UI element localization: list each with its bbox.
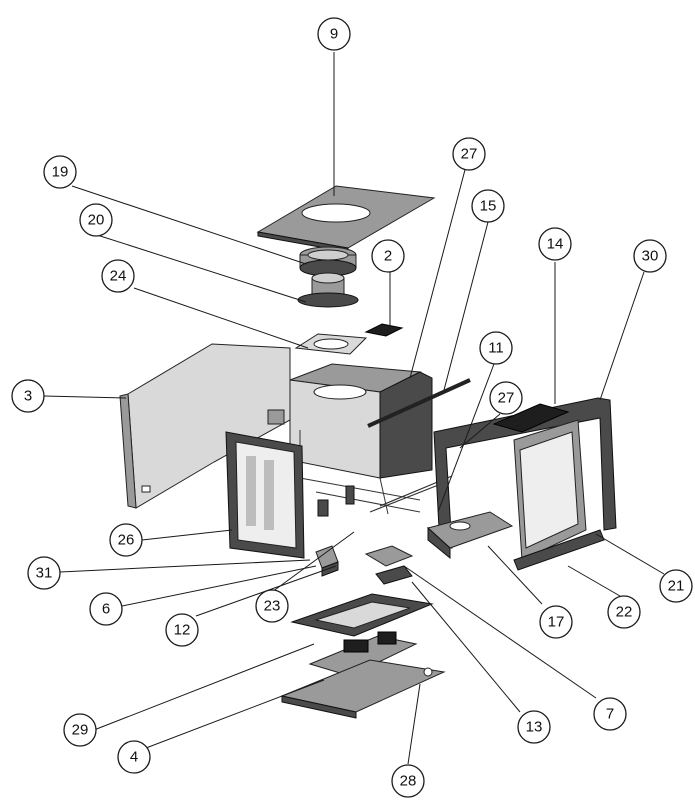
part-bracket: [315, 545, 339, 577]
part-ash-tray: [426, 511, 514, 560]
part-top-plate: [256, 185, 436, 253]
callout-22: 22: [607, 595, 641, 629]
svg-text:4: 4: [130, 749, 138, 766]
part-base-frame: [290, 593, 434, 677]
svg-text:19: 19: [52, 164, 69, 181]
callout-13: 13: [517, 710, 551, 744]
part-flue-collar: [299, 246, 357, 277]
svg-text:6: 6: [102, 601, 110, 618]
callout-30: 30: [633, 239, 667, 273]
part-base-plate: [280, 659, 446, 719]
part-gasket-ring: [294, 333, 368, 355]
part-firebox-body: [267, 363, 433, 517]
svg-text:30: 30: [642, 248, 659, 265]
callout-27-top: 27: [452, 137, 486, 171]
callout-19: 19: [43, 155, 77, 189]
callout-11: 11: [479, 331, 513, 365]
svg-text:22: 22: [616, 604, 633, 621]
svg-text:17: 17: [548, 614, 565, 631]
svg-text:27: 27: [461, 146, 478, 163]
callout-9: 9: [317, 17, 351, 51]
svg-text:27: 27: [498, 390, 515, 407]
callouts: 9 19 20 24 2 27 15 14 30 3 11 27 26 31 6…: [11, 17, 693, 798]
callout-7: 7: [593, 697, 627, 731]
callout-21: 21: [659, 569, 693, 603]
callout-28: 28: [391, 764, 425, 798]
callout-17: 17: [539, 605, 573, 639]
leader-lines: [43, 52, 665, 765]
svg-text:15: 15: [480, 198, 497, 215]
svg-text:31: 31: [36, 565, 53, 582]
callout-26: 26: [109, 523, 143, 557]
svg-text:21: 21: [668, 578, 685, 595]
part-rod: [367, 378, 471, 428]
svg-text:12: 12: [174, 622, 191, 639]
callout-4: 4: [117, 740, 151, 774]
svg-text:20: 20: [88, 212, 105, 229]
callout-29: 29: [63, 713, 97, 747]
svg-text:29: 29: [72, 722, 89, 739]
svg-text:23: 23: [264, 598, 281, 615]
callout-24: 24: [101, 259, 135, 293]
callout-14: 14: [538, 227, 572, 261]
part-grate: [364, 545, 414, 585]
svg-text:11: 11: [488, 340, 504, 357]
svg-text:24: 24: [110, 268, 127, 285]
part-baffle-plate: [364, 323, 404, 337]
svg-text:14: 14: [547, 236, 564, 253]
callout-23: 23: [255, 589, 289, 623]
callout-27-mid: 27: [489, 381, 523, 415]
callout-3: 3: [11, 379, 45, 413]
svg-text:3: 3: [24, 388, 32, 405]
svg-text:28: 28: [400, 773, 417, 790]
part-side-panel: [119, 343, 291, 509]
callout-12: 12: [165, 613, 199, 647]
svg-text:2: 2: [384, 248, 392, 265]
svg-text:9: 9: [330, 26, 338, 43]
part-front-door: [225, 431, 305, 559]
svg-text:26: 26: [118, 532, 135, 549]
callout-15: 15: [471, 189, 505, 223]
svg-text:13: 13: [526, 719, 543, 736]
part-front-frame: [433, 397, 617, 571]
part-flue-spigot: [297, 272, 359, 308]
callout-2: 2: [371, 239, 405, 273]
callout-20: 20: [79, 203, 113, 237]
callout-31: 31: [27, 556, 61, 590]
svg-text:7: 7: [606, 706, 614, 723]
callout-6: 6: [89, 592, 123, 626]
